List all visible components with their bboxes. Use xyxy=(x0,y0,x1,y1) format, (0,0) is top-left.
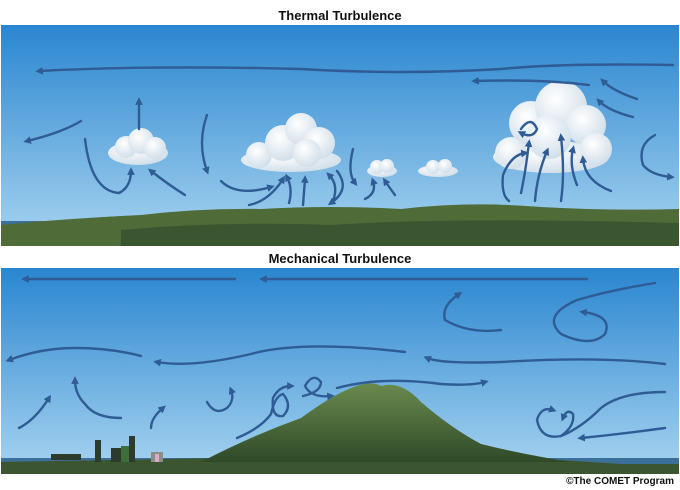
flow-arrow-icon xyxy=(327,169,344,206)
flow-arrow-icon xyxy=(83,137,135,195)
flow-arrow-icon xyxy=(301,376,335,401)
flow-arrow-icon xyxy=(349,147,358,187)
flow-arrow-icon xyxy=(640,133,675,181)
mechanical-diagram xyxy=(1,268,679,474)
flow-arrow-icon xyxy=(552,281,657,343)
cloud-icon xyxy=(418,159,458,177)
flow-arrow-icon xyxy=(568,145,579,187)
flow-arrow-icon xyxy=(579,155,613,193)
flow-arrow-icon xyxy=(71,376,123,420)
flow-arrow-icon xyxy=(363,177,378,201)
flow-arrow-icon xyxy=(147,168,187,197)
mechanical-title: Mechanical Turbulence xyxy=(268,251,412,266)
cloud-icon xyxy=(367,159,397,177)
airflow-arrows xyxy=(5,275,667,442)
flow-arrow-icon xyxy=(200,113,210,175)
flow-arrow-icon xyxy=(577,426,667,442)
flow-arrow-icon xyxy=(219,179,275,193)
flow-arrow-icon xyxy=(596,98,635,119)
flow-arrow-icon xyxy=(247,175,286,207)
flow-arrow-icon xyxy=(35,63,675,75)
flow-arrow-icon xyxy=(300,175,309,207)
thermal-panel xyxy=(1,25,679,246)
copyright-credit: ©The COMET Program xyxy=(566,476,674,487)
thermal-title: Thermal Turbulence xyxy=(278,8,402,23)
flow-arrow-icon xyxy=(17,394,52,430)
cloud-icon xyxy=(241,113,341,172)
flow-arrow-icon xyxy=(382,177,397,197)
flow-arrow-icon xyxy=(517,120,539,139)
flow-arrow-icon xyxy=(285,173,293,205)
mechanical-panel xyxy=(1,268,679,474)
flow-arrow-icon xyxy=(23,119,83,144)
flow-arrow-icon xyxy=(557,133,566,203)
flow-arrow-icon xyxy=(149,405,166,430)
flow-arrow-icon xyxy=(501,149,529,203)
thermal-diagram xyxy=(1,25,679,246)
cloud-icon xyxy=(108,128,168,165)
flow-arrow-icon xyxy=(205,386,236,413)
flow-arrow-icon xyxy=(423,355,667,366)
flow-arrow-icon xyxy=(153,345,407,367)
flow-arrow-icon xyxy=(533,147,550,203)
flow-arrow-icon xyxy=(443,291,503,333)
flow-arrow-icon xyxy=(5,346,143,363)
cloud-icon xyxy=(493,81,612,173)
mountain-icon xyxy=(201,383,571,462)
airflow-arrows xyxy=(23,63,675,207)
land-shadow xyxy=(121,220,679,246)
flow-arrow-icon xyxy=(235,382,295,440)
flow-arrow-icon xyxy=(335,379,489,390)
building-icon xyxy=(51,436,163,462)
flow-arrow-icon xyxy=(471,77,591,87)
flow-arrow-icon xyxy=(559,410,575,438)
flow-arrow-icon xyxy=(519,139,533,195)
flow-arrow-icon xyxy=(600,78,639,101)
